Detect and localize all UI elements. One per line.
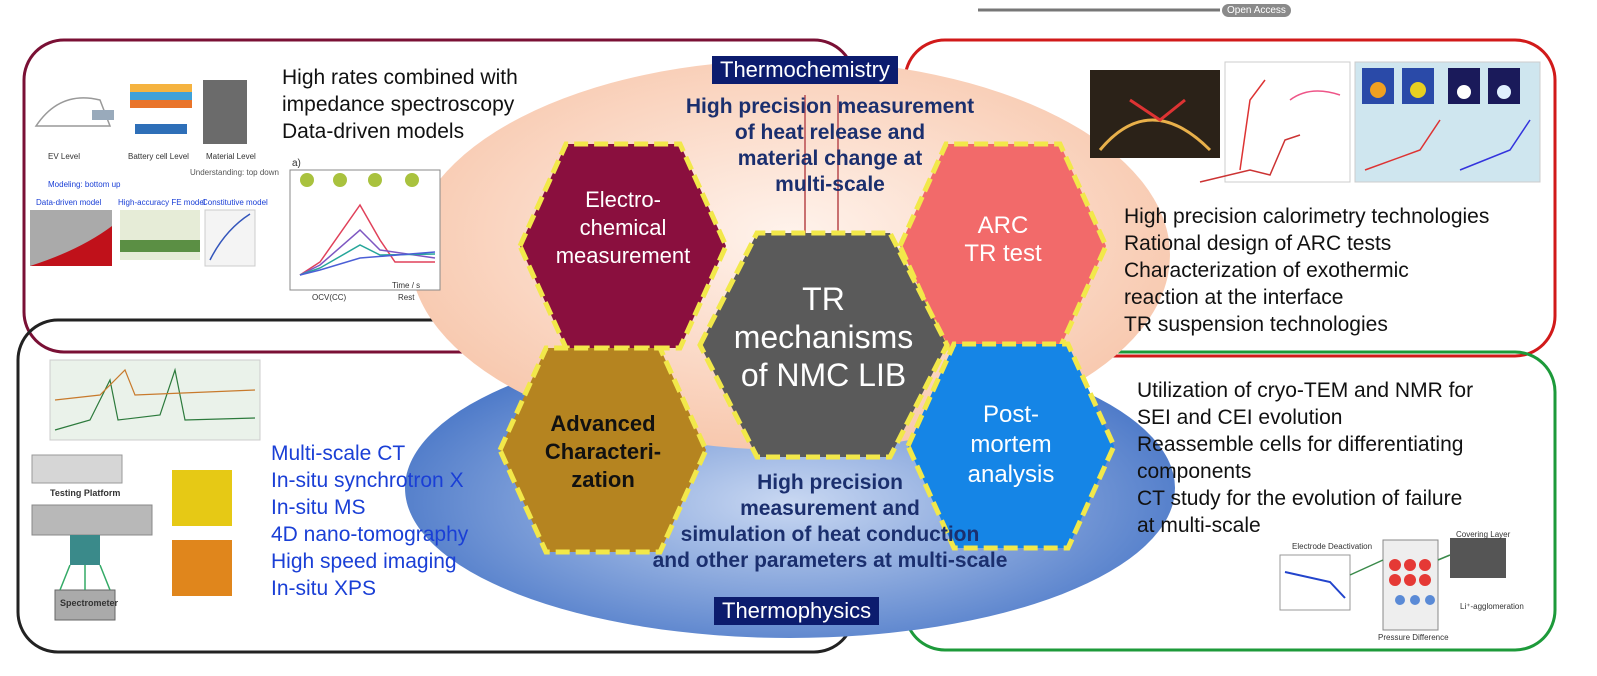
thermochemistry-line: multi-scale — [775, 173, 885, 196]
hexagon-postmortem — [905, 341, 1117, 551]
ocv-caption: OCV(CC) — [312, 293, 347, 302]
panel-line: Utilization of cryo-TEM and NMR for — [1137, 379, 1474, 402]
characterization-figures — [31, 359, 261, 621]
covering-layer-caption: Covering Layer — [1456, 530, 1511, 539]
bottom-left-panel-text: Multi-scale CT In-situ synchrotron X In-… — [271, 440, 468, 602]
hex-label-electrochemical: Electro- chemical measurement — [530, 186, 716, 270]
electrode-deactivation-caption: Electrode Deactivation — [1292, 542, 1373, 551]
panel-line: High rates combined with — [282, 66, 518, 89]
hex-label-line: ARC — [977, 212, 1029, 239]
panel-line: impedance spectroscopy — [282, 93, 515, 116]
hex-label-line: Post- — [982, 401, 1039, 428]
thermophysics-description: High precision measurement and simulatio… — [600, 470, 1060, 574]
panel-line: Reassemble cells for differentiating — [1137, 433, 1464, 456]
thermophysics-line: and other parameters at multi-scale — [652, 549, 1008, 572]
panel-line: components — [1137, 460, 1252, 483]
hex-label-line: zation — [571, 467, 635, 492]
hex-label-center: TR mechanisms of NMC LIB — [705, 280, 942, 394]
ev-level-caption: EV Level — [48, 152, 81, 161]
thermochemistry-line: High precision measurement — [685, 95, 975, 118]
hex-label-line: Characteri- — [544, 439, 662, 464]
thermochemistry-description: High precision measurement of heat relea… — [640, 94, 1020, 198]
rest-caption: Rest — [398, 293, 415, 302]
hex-label-line: of NMC LIB — [740, 357, 907, 393]
hexagon-advanced — [497, 345, 709, 555]
constitutive-model-caption: Constitutive model — [202, 198, 268, 207]
panel-line: In-situ synchrotron X — [271, 469, 464, 492]
hex-label-arc: ARC TR test — [910, 212, 1096, 268]
material-level-caption: Material Level — [206, 152, 256, 161]
panel-line: Characterization of exothermic — [1124, 259, 1409, 282]
panel-line: Data-driven models — [282, 120, 465, 143]
panel-line: In-situ MS — [271, 496, 366, 519]
top-right-panel-text: High precision calorimetry technologies … — [1124, 203, 1489, 338]
panel-line: reaction at the interface — [1124, 286, 1344, 309]
thermochemistry-line: material change at — [737, 147, 923, 170]
panel-line: 4D nano-tomography — [271, 523, 469, 546]
understanding-caption: Understanding: top down — [190, 168, 279, 177]
thermochemistry-banner: Thermochemistry — [712, 56, 898, 84]
panel-line: Rational design of ARC tests — [1124, 232, 1392, 255]
thermophysics-line: High precision — [757, 471, 903, 494]
hex-label-line: Advanced — [550, 411, 656, 436]
postmortem-figure — [1279, 538, 1506, 631]
hex-label-line: TR — [802, 281, 845, 317]
hex-label-line: mechanisms — [733, 319, 914, 355]
thermophysics-line: measurement and — [740, 497, 920, 520]
top-left-panel-text: High rates combined with impedance spect… — [282, 64, 518, 145]
hex-label-advanced: Advanced Characteri- zation — [510, 410, 696, 494]
arc-test-figures — [1090, 61, 1541, 183]
hex-label-line: measurement — [555, 243, 691, 268]
testing-platform-caption: Testing Platform — [50, 488, 121, 498]
thermophysics-line: simulation of heat conduction — [680, 523, 980, 546]
panel-line: TR suspension technologies — [1124, 313, 1388, 336]
panel-line: at multi-scale — [1137, 514, 1261, 537]
panel-line: High speed imaging — [271, 550, 457, 573]
panel-line: High precision calorimetry technologies — [1124, 205, 1490, 228]
thermochemistry-line: of heat release and — [734, 121, 926, 144]
fe-model-caption: High-accuracy FE model — [118, 198, 206, 207]
hex-label-line: TR test — [964, 240, 1042, 267]
hexagon-center — [697, 230, 950, 460]
panel-line: In-situ XPS — [271, 577, 377, 600]
hex-label-line: analysis — [967, 461, 1055, 488]
voltage-time-chart — [289, 169, 441, 291]
panel-line: SEI and CEI evolution — [1137, 406, 1343, 429]
panel-line: CT study for the evolution of failure — [1137, 487, 1463, 510]
multiscale-model-figure — [30, 80, 256, 267]
chart-a-caption: a) — [292, 158, 301, 169]
hex-label-line: Electro- — [585, 187, 661, 212]
pressure-difference-caption: Pressure Difference — [1378, 633, 1449, 642]
data-driven-model-caption: Data-driven model — [36, 198, 102, 207]
hex-label-postmortem: Post- mortem analysis — [918, 400, 1104, 490]
battery-cell-level-caption: Battery cell Level — [128, 152, 189, 161]
li-agglomeration-caption: Li⁺-agglomeration — [1460, 602, 1524, 611]
spectrometer-caption: Spectrometer — [60, 598, 119, 608]
open-access-badge: Open Access — [1222, 4, 1291, 17]
hex-label-line: mortem — [970, 431, 1052, 458]
modeling-caption: Modeling: bottom up — [48, 180, 121, 189]
panel-line: Multi-scale CT — [271, 442, 406, 465]
time-caption: Time / s — [392, 281, 421, 290]
thermophysics-banner: Thermophysics — [714, 597, 880, 625]
bottom-right-panel-text: Utilization of cryo-TEM and NMR for SEI … — [1137, 377, 1473, 539]
hex-label-line: chemical — [579, 215, 667, 240]
